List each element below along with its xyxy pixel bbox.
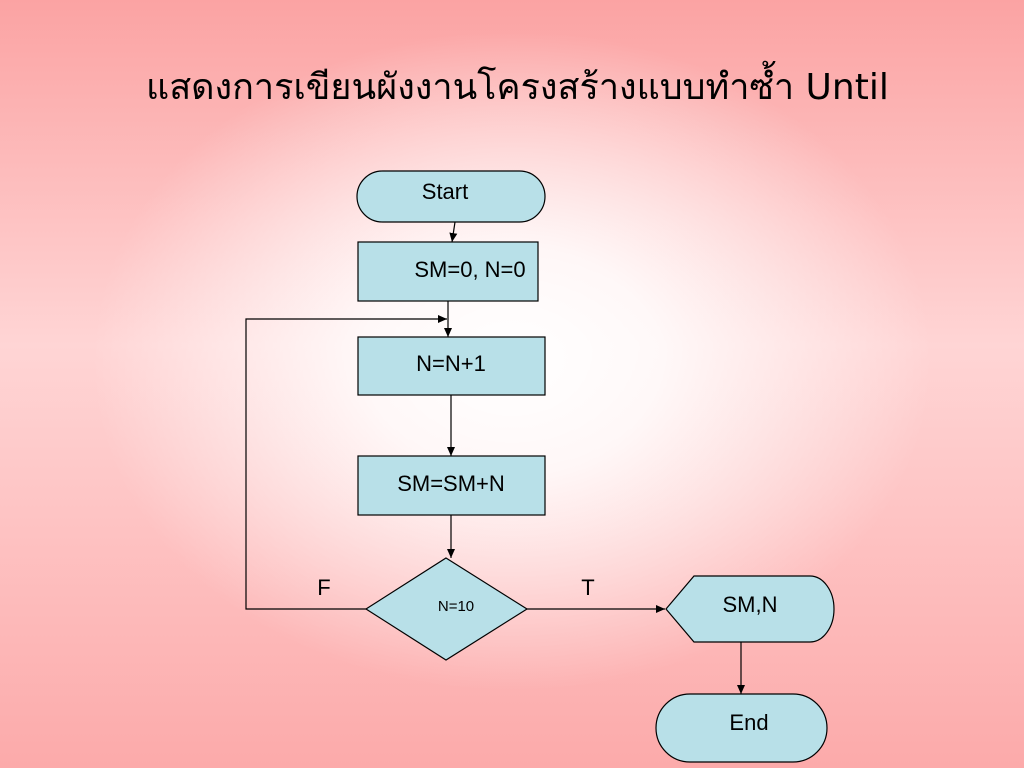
accumulate-process: SM=SM+N: [357, 455, 546, 516]
init-label: SM=0, N=0: [414, 257, 525, 282]
increment-process: N=N+1: [357, 336, 546, 396]
edge-label-false: F: [317, 575, 330, 600]
page-title: แสดงการเขียนผังงานโครงสร้างแบบทำซ้ำ Unti…: [146, 67, 889, 108]
arrow-loop-back: [245, 315, 447, 610]
accumulate-label: SM=SM+N: [397, 471, 505, 496]
condition-label: N=10: [438, 598, 474, 615]
arrow-start-to-init: [449, 221, 458, 243]
condition-decision: N=10: [364, 557, 529, 661]
start-terminator: Start: [356, 170, 546, 223]
output-label: SM,N: [723, 592, 778, 617]
output-display: SM,N: [665, 575, 835, 643]
end-label: End: [729, 710, 768, 735]
init-process: SM=0, N=0: [357, 241, 539, 302]
start-label: Start: [422, 179, 468, 204]
end-terminator: End: [655, 693, 828, 763]
increment-label: N=N+1: [416, 351, 486, 376]
edge-label-true: T: [581, 575, 594, 600]
